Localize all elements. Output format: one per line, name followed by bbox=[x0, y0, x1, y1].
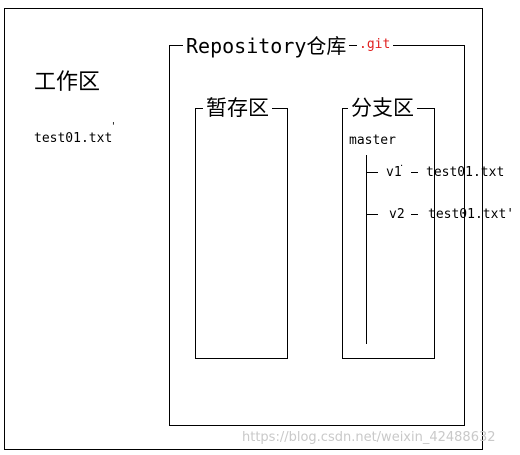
watermark: https://blog.csdn.net/weixin_42488632 bbox=[242, 430, 496, 445]
version-dash-v2 bbox=[411, 214, 418, 215]
workspace-file: test01.txt bbox=[34, 131, 113, 146]
workspace-title: 工作区 bbox=[34, 70, 101, 95]
branch-trunk-line bbox=[366, 155, 367, 344]
repository-title: Repository仓库 bbox=[183, 36, 350, 56]
stage-frame bbox=[195, 108, 288, 359]
version-connector-v1 bbox=[366, 172, 378, 173]
version-file-v2: test01.txt' bbox=[428, 207, 515, 222]
workspace-file-mark: ' bbox=[112, 121, 115, 132]
workspace-frame bbox=[4, 8, 483, 450]
version-file-v1: test01.txt bbox=[426, 165, 505, 180]
version-label-v2: v2 bbox=[389, 207, 405, 222]
version-dash-v1 bbox=[411, 172, 418, 173]
version-connector-v2 bbox=[366, 214, 378, 215]
git-label: .git bbox=[357, 38, 394, 53]
branch-title: 分支区 bbox=[348, 98, 417, 119]
branch-name: master bbox=[349, 133, 396, 148]
stage-title: 暂存区 bbox=[203, 98, 272, 119]
version-label-v1: v1 bbox=[386, 165, 402, 180]
version-dot-v1: · bbox=[400, 161, 404, 172]
